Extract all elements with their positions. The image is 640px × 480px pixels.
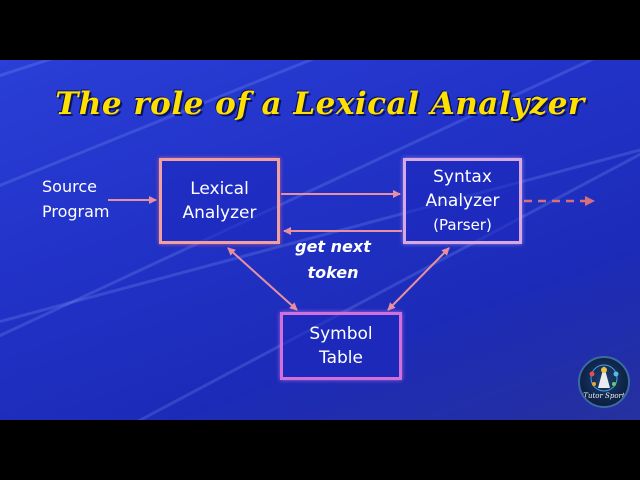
logo-mark-icon <box>589 364 619 392</box>
symbol-table-box: Symbol Table <box>280 312 402 380</box>
syntax-analyzer-box: Syntax Analyzer (Parser) <box>403 158 522 244</box>
syntax-box-line-1: Syntax <box>433 167 492 187</box>
logo-text: Tutor Sport <box>583 392 625 400</box>
arrow-lexical-symbol <box>227 247 298 311</box>
symbol-box-line-2: Table <box>319 348 363 368</box>
get-next-token-label: get next token <box>288 234 378 286</box>
edge-label-line-1: get next <box>295 237 371 256</box>
arrow-syntax-symbol <box>387 247 450 311</box>
source-line-1: Source <box>42 177 97 196</box>
channel-logo: Tutor Sport <box>578 356 630 408</box>
edge-label-line-2: token <box>307 263 359 282</box>
syntax-box-line-2: Analyzer <box>425 191 500 211</box>
slide-title: The role of a Lexical Analyzer <box>55 86 585 122</box>
lexical-analyzer-box: Lexical Analyzer <box>159 158 280 244</box>
lexical-box-line-1: Lexical <box>190 179 249 199</box>
syntax-box-line-3: (Parser) <box>433 216 492 234</box>
slide: The role of a Lexical Analyzer Sou <box>0 60 640 420</box>
diagram-connectors <box>108 190 595 311</box>
symbol-box-line-1: Symbol <box>309 324 373 344</box>
source-program-label: Source Program <box>42 174 110 224</box>
lexical-box-line-2: Analyzer <box>182 203 257 223</box>
source-line-2: Program <box>42 202 110 221</box>
